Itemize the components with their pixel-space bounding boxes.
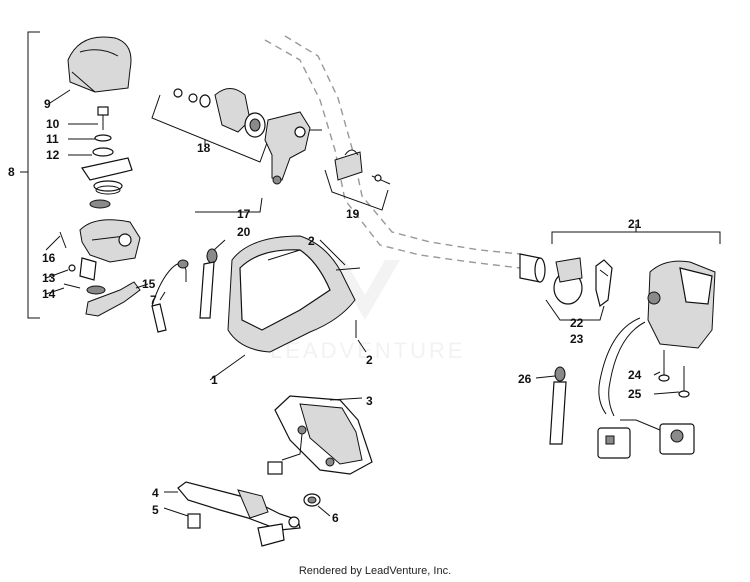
callout-1: 1 bbox=[211, 373, 218, 387]
leader-13 bbox=[45, 269, 69, 279]
bracket-8 bbox=[27, 31, 40, 319]
leader-9 bbox=[49, 89, 71, 104]
callout-2-top: 2 bbox=[308, 234, 315, 248]
callout-3: 3 bbox=[366, 394, 373, 408]
callout-2-bottom: 2 bbox=[366, 353, 373, 367]
leader-6 bbox=[317, 505, 331, 517]
headlight-pod bbox=[227, 235, 356, 353]
bolt-5 bbox=[187, 513, 201, 529]
screw-washer-stack bbox=[92, 106, 114, 157]
switch-screws bbox=[658, 350, 690, 398]
callout-12: 12 bbox=[46, 148, 60, 162]
callout-4: 4 bbox=[152, 486, 159, 500]
throttle-cable bbox=[151, 259, 189, 333]
headlight-connector bbox=[267, 425, 335, 475]
brake-lever-parts bbox=[173, 88, 266, 138]
switch-wiring-harness bbox=[597, 317, 695, 459]
throttle-housing bbox=[79, 219, 141, 281]
leader-14 bbox=[45, 287, 65, 295]
callout-26: 26 bbox=[518, 372, 532, 386]
throttle-lever bbox=[85, 281, 141, 317]
throttle-lever-spring bbox=[81, 157, 133, 209]
clamp-19 bbox=[334, 149, 391, 185]
leader-20 bbox=[213, 239, 226, 251]
leader-7 bbox=[159, 291, 166, 301]
switch-housing bbox=[647, 260, 716, 349]
callout-22: 22 bbox=[570, 316, 584, 330]
callout-9: 9 bbox=[44, 97, 51, 111]
leader-25 bbox=[653, 391, 680, 395]
callout-13: 13 bbox=[42, 271, 56, 285]
leader-24 bbox=[653, 371, 661, 376]
footer-credit: Rendered by LeadVenture, Inc. bbox=[298, 565, 452, 577]
callout-14: 14 bbox=[42, 287, 56, 301]
handlebar-dashed-left bbox=[264, 39, 521, 269]
callout-18: 18 bbox=[197, 141, 211, 155]
throttle-cover bbox=[67, 36, 132, 93]
callout-23: 23 bbox=[570, 332, 584, 346]
leader-2-top bbox=[319, 239, 346, 266]
callout-16: 16 bbox=[42, 251, 56, 265]
screw-2-top bbox=[335, 267, 361, 271]
bracket-21 bbox=[551, 231, 721, 244]
bracket-17-20 bbox=[195, 197, 263, 213]
bracket-19 bbox=[324, 169, 389, 211]
screw-14 bbox=[63, 283, 81, 289]
leader-16 bbox=[45, 235, 61, 251]
callout-17: 17 bbox=[237, 207, 251, 221]
master-cylinder bbox=[264, 111, 322, 185]
callout-6: 6 bbox=[332, 511, 339, 525]
callout-25: 25 bbox=[628, 387, 642, 401]
callout-15: 15 bbox=[142, 277, 156, 291]
watermark-text: LEADVENTURE bbox=[270, 338, 466, 363]
headlight-assembly bbox=[274, 395, 373, 475]
leader-15 bbox=[135, 283, 149, 289]
headlight-mount-bracket bbox=[177, 481, 321, 547]
bracket-22-23 bbox=[545, 299, 605, 321]
handlebar-dashed-left-2 bbox=[284, 35, 521, 255]
screw-16 bbox=[59, 231, 67, 249]
switch-cable bbox=[549, 366, 567, 445]
callout-20: 20 bbox=[237, 225, 251, 239]
callout-19: 19 bbox=[346, 207, 360, 221]
headlight-bulb-wire bbox=[199, 248, 218, 319]
callout-7: 7 bbox=[150, 293, 157, 307]
leader-1 bbox=[209, 354, 246, 381]
nut-13 bbox=[68, 264, 76, 272]
callout-24: 24 bbox=[628, 368, 642, 382]
callout-labels: 1 2 2 3 4 5 6 7 8 9 10 11 12 13 14 15 16… bbox=[8, 97, 642, 525]
callout-10: 10 bbox=[46, 117, 60, 131]
bracket-18 bbox=[151, 94, 269, 163]
handlebar-end-cap bbox=[534, 257, 546, 283]
leader-26 bbox=[535, 375, 556, 379]
callout-11: 11 bbox=[46, 132, 59, 146]
leader-2-bottom bbox=[357, 339, 367, 353]
callout-8: 8 bbox=[8, 165, 15, 179]
leader-5 bbox=[163, 507, 189, 517]
callout-21: 21 bbox=[628, 217, 642, 231]
switch-clips bbox=[553, 257, 613, 308]
watermark-logo: LEADVENTURE bbox=[270, 260, 466, 363]
callout-5: 5 bbox=[152, 503, 159, 517]
